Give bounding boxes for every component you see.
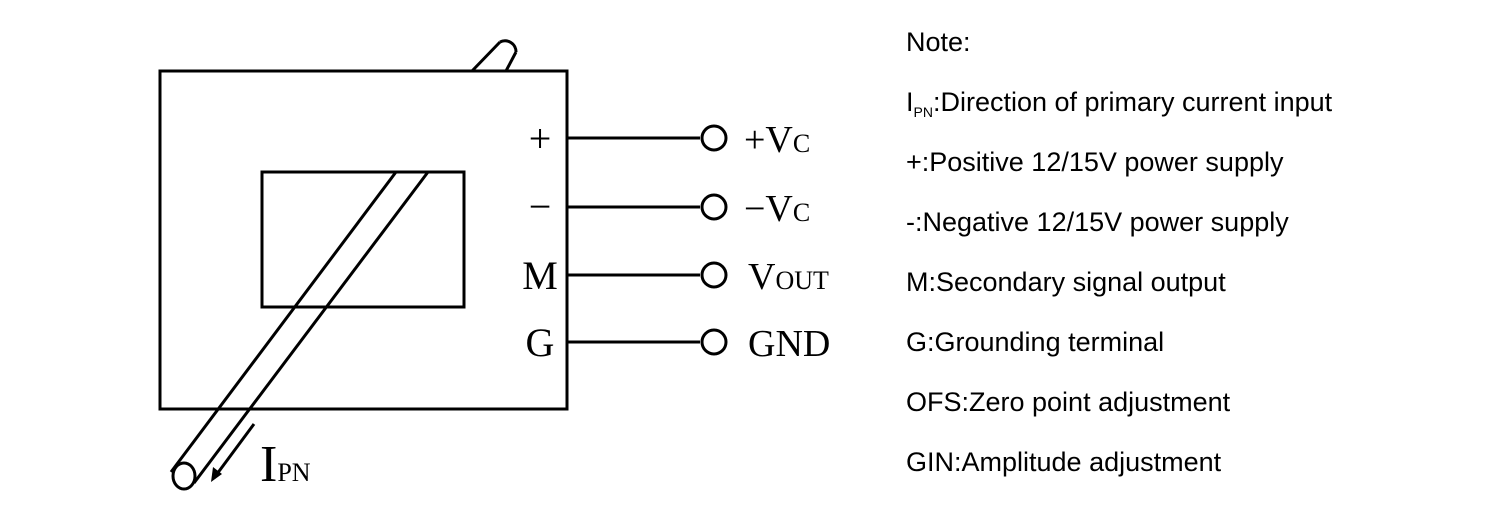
note-ipn-main: I [906, 87, 914, 117]
note-positive: +:Positive 12/15V power supply [906, 147, 1284, 177]
note-ofs: OFS:Zero point adjustment [906, 387, 1231, 417]
pin-label: M [522, 253, 558, 298]
pin-plus: + +VC [529, 116, 811, 161]
primary-conductor [169, 171, 430, 491]
terminal-circle [700, 261, 728, 289]
pin-label: + [529, 116, 552, 161]
terminal-label: VOUT [748, 256, 829, 298]
note-ipn-text: :Direction of primary current input [932, 87, 1333, 117]
terminal-label: −VC [744, 188, 810, 230]
pin-minus: − −VC [529, 184, 811, 230]
note-ipn: IPN:Direction of primary current input [906, 82, 1496, 142]
note-negative: -:Negative 12/15V power supply [906, 207, 1289, 237]
notes-title: Note: [906, 27, 971, 57]
aperture-window [260, 170, 466, 309]
terminal-label: GND [748, 323, 830, 365]
note-secondary: M:Secondary signal output [906, 267, 1226, 297]
pin-label: G [526, 320, 555, 365]
pin-label: − [529, 184, 552, 229]
pin-m: M VOUT [522, 253, 829, 298]
terminal-circle [700, 193, 728, 221]
note-gin: GIN:Amplitude adjustment [906, 447, 1222, 477]
current-direction-arrow [211, 423, 256, 482]
terminal-circle [700, 328, 728, 356]
note-ipn-sub: PN [913, 104, 933, 120]
terminal-label: +VC [744, 119, 810, 161]
note-ground: G:Grounding terminal [906, 327, 1165, 357]
terminal-circle [700, 124, 728, 152]
conductor-top-stub [470, 39, 518, 73]
conductor-end-circle [171, 461, 197, 491]
pin-g: G GND [526, 320, 831, 365]
notes-legend: Note: IPN:Direction of primary current i… [906, 22, 1496, 502]
current-label: IPN [260, 436, 311, 493]
